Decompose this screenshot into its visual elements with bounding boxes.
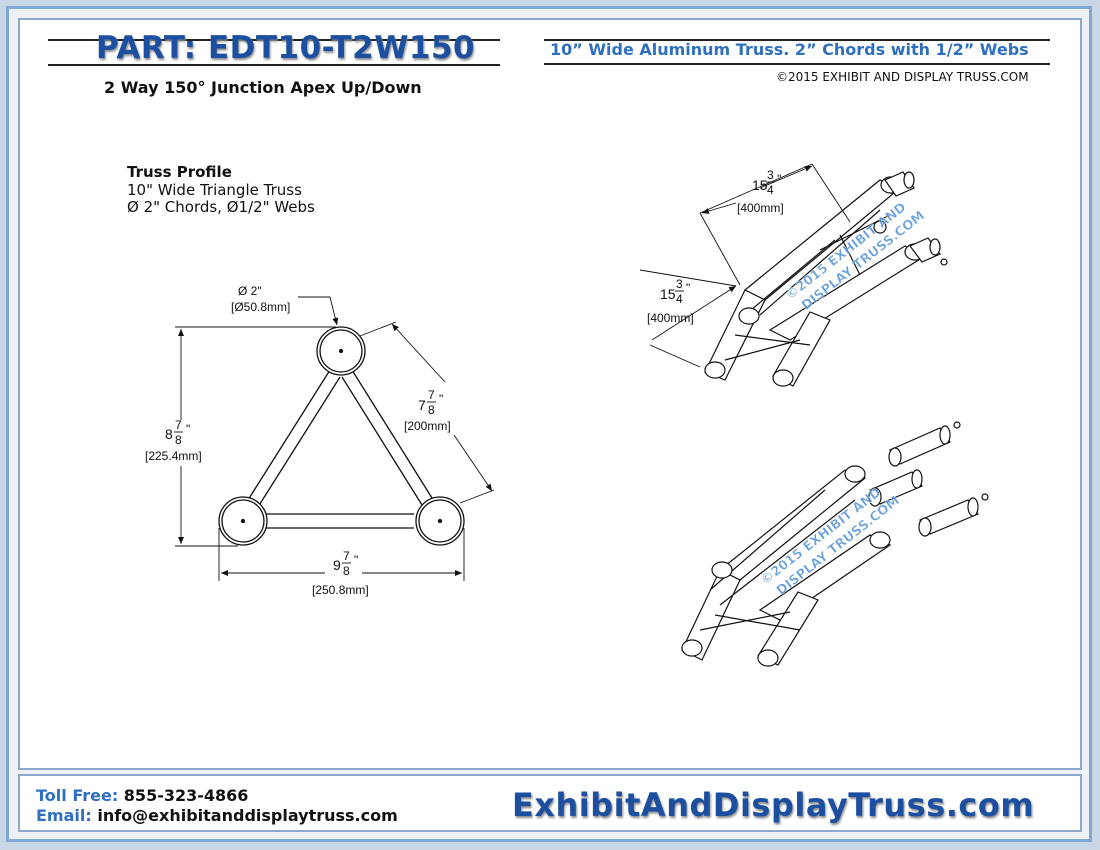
iso-dimension-lines [639, 163, 851, 368]
side-numerator: 7 [428, 388, 435, 402]
iso-leg2-numerator: 3 [676, 277, 683, 291]
width-denominator: 8 [343, 564, 350, 578]
footer-panel [18, 774, 1082, 832]
width-mm: [250.8mm] [312, 583, 369, 597]
part-subtitle: 10” Wide Aluminum Truss. 2” Chords with … [550, 40, 1029, 59]
height-whole: 8 [165, 426, 173, 442]
title-rule-bottom [48, 64, 500, 66]
side-denominator: 8 [428, 403, 435, 417]
truss-profile-drawing [218, 326, 465, 546]
side-whole: 7 [418, 397, 426, 413]
drawing-sheet [18, 18, 1082, 770]
width-numerator: 7 [343, 549, 350, 563]
email-line: Email: info@exhibitanddisplaytruss.com [36, 806, 398, 825]
toll-free-label: Toll Free: [36, 786, 119, 805]
profile-line-width: 10" Wide Triangle Truss [127, 181, 302, 199]
iso-leg1-whole: 15 [752, 177, 768, 193]
iso-leg1-numerator: 3 [767, 168, 774, 182]
isometric-assembled-view [704, 171, 948, 387]
side-mm: [200mm] [404, 419, 451, 433]
profile-dimension-lines [175, 296, 495, 581]
profile-webs [247, 369, 433, 529]
copyright-notice: ©2015 EXHIBIT AND DISPLAY TRUSS.COM [776, 70, 1029, 84]
iso-leg2-mm: [400mm] [647, 311, 694, 325]
width-whole: 9 [333, 557, 341, 573]
iso-leg1-mm: [400mm] [737, 201, 784, 215]
iso-leg2-whole: 15 [660, 286, 676, 302]
profile-heading: Truss Profile [127, 163, 232, 181]
toll-free-line: Toll Free: 855-323-4866 [36, 786, 248, 805]
subtitle-rule-top [544, 39, 1050, 41]
height-numerator: 7 [175, 418, 182, 432]
chord-diameter-mm: [Ø50.8mm] [231, 300, 290, 314]
height-mm: [225.4mm] [145, 449, 202, 463]
width-inch-mark: " [354, 553, 358, 567]
profile-line-chords: Ø 2" Chords, Ø1/2" Webs [127, 198, 315, 216]
website-link[interactable]: ExhibitAndDisplayTruss.com [512, 786, 1035, 824]
part-description: 2 Way 150° Junction Apex Up/Down [104, 78, 422, 97]
email-address[interactable]: info@exhibitanddisplaytruss.com [97, 806, 398, 825]
email-label: Email: [36, 806, 92, 825]
toll-free-number[interactable]: 855-323-4866 [123, 786, 249, 805]
side-inch-mark: " [439, 392, 443, 406]
iso-leg2-denominator: 4 [676, 292, 683, 306]
subtitle-rule-bottom [544, 63, 1050, 65]
height-denominator: 8 [175, 433, 182, 447]
isometric-exploded-view [681, 421, 989, 667]
part-title: PART: EDT10-T2W150 [96, 30, 476, 66]
iso-leg1-denominator: 4 [767, 183, 774, 197]
iso-leg2-inch-mark: " [686, 281, 690, 295]
iso-leg1-inch-mark: " [777, 172, 781, 186]
chord-diameter-label: Ø 2" [238, 284, 262, 298]
height-inch-mark: " [186, 422, 190, 436]
title-rule-top [48, 39, 500, 41]
